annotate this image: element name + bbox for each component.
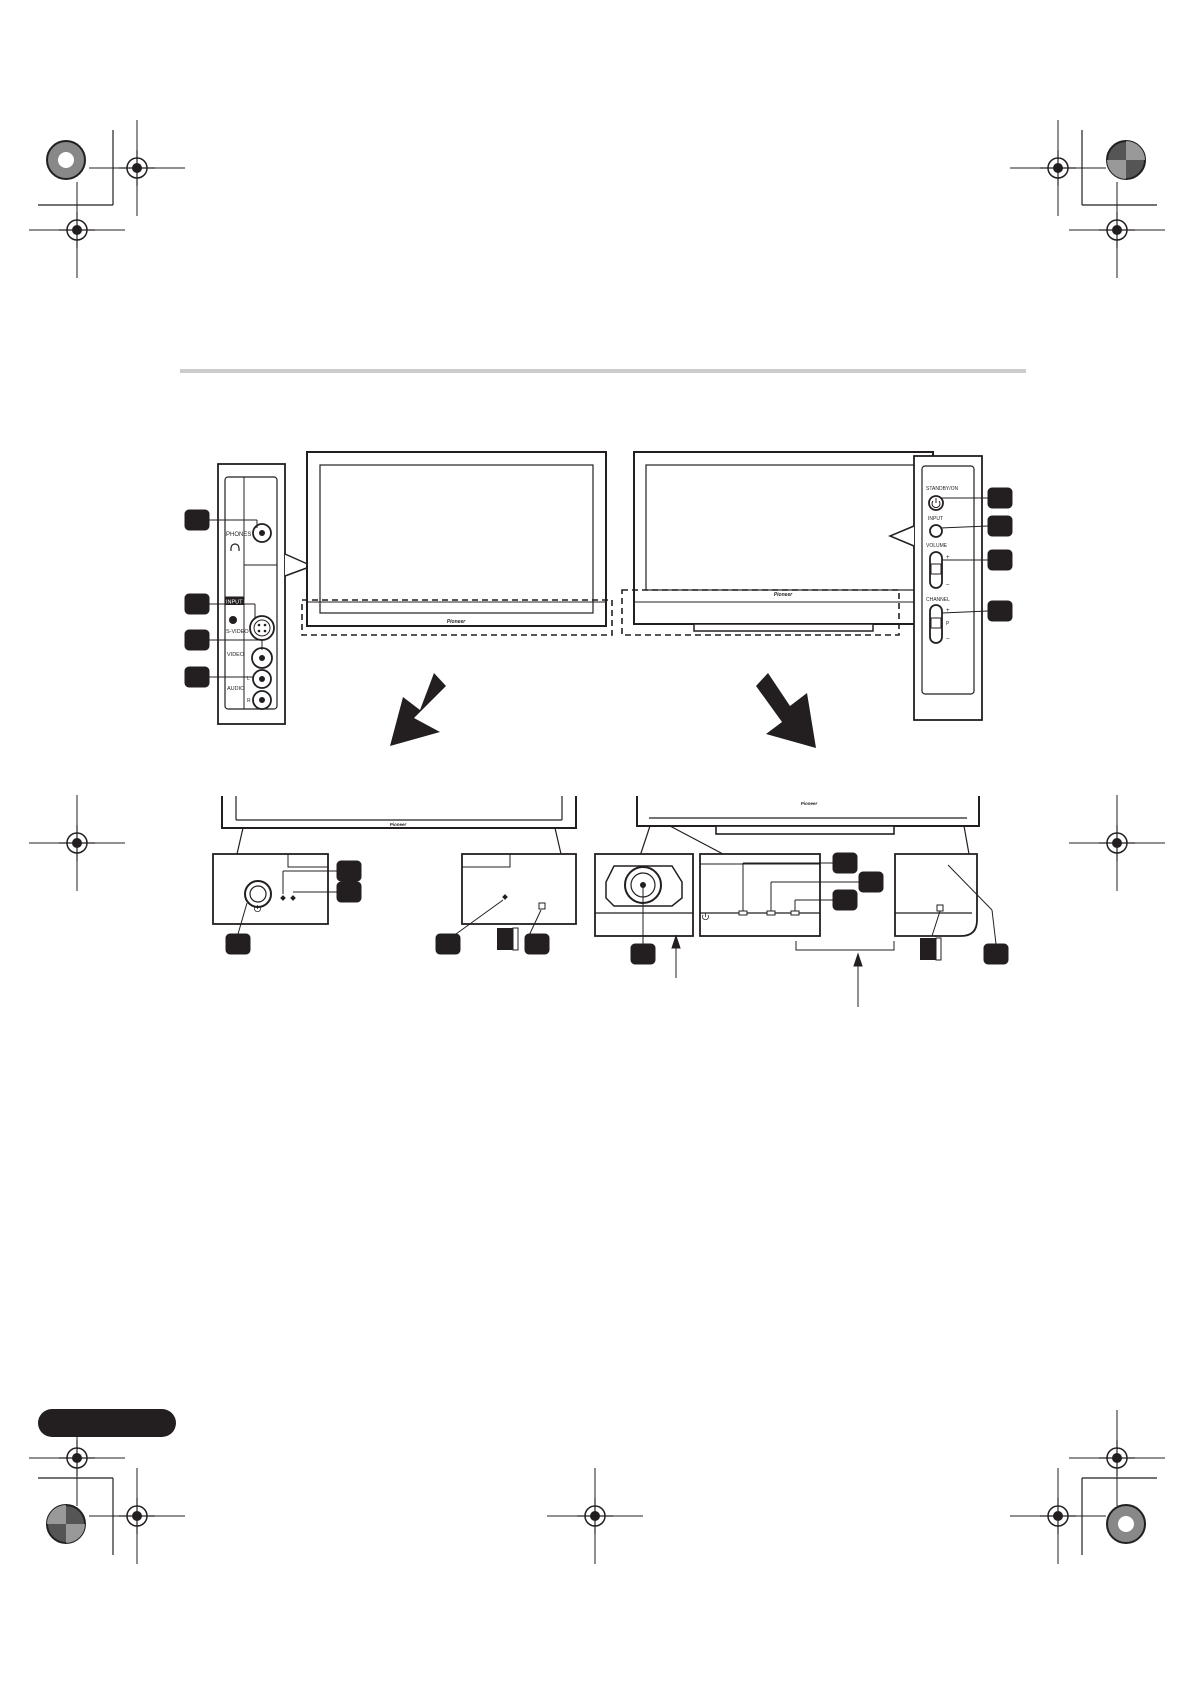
tv-front-right: Pioneer [621, 451, 934, 636]
volume-plus: + [946, 555, 950, 561]
callout-badge [630, 943, 656, 965]
callout-badge [225, 933, 251, 955]
callout-badge [832, 852, 858, 874]
bottom-detail-right: Pioneer [594, 796, 980, 937]
power-icon [931, 498, 941, 509]
callout-badges-bottom-right [630, 852, 1009, 965]
callout-badge [184, 509, 210, 531]
registration-target-icon [88, 119, 186, 217]
color-target-bottom-left [46, 1504, 86, 1544]
channel-minus: – [946, 636, 950, 642]
tv-front-left: Pioneer [301, 451, 613, 636]
registration-target-icon [88, 1467, 186, 1565]
callout-badge [336, 881, 362, 903]
video-label: VIDEO [227, 652, 245, 658]
color-target-bottom-right [1106, 1504, 1146, 1544]
callout-badge [987, 600, 1013, 622]
crop-marks [38, 130, 1157, 1555]
callout-badges-bottom-left [225, 860, 550, 955]
pointer-arrows [671, 934, 895, 1007]
sr-logo-icon [920, 937, 942, 961]
page-number-tab [38, 1409, 176, 1437]
volume-label: VOLUME [926, 543, 948, 549]
brand-logo: Pioneer [774, 592, 793, 598]
registration-target-icon [1068, 181, 1166, 279]
s-video-label: S-VIDEO [226, 629, 249, 635]
side-control-panel: STANDBY/ON INPUT VOLUME + – CHANNEL + P … [888, 455, 983, 721]
power-icon [254, 905, 261, 912]
registration-target-icon [1068, 1409, 1166, 1507]
callout-badge [987, 487, 1013, 509]
callout-badge [336, 860, 362, 882]
callout-badge [987, 515, 1013, 537]
callout-badge [184, 629, 210, 651]
standby-label: STANDBY/ON [926, 486, 959, 492]
registration-target-icon [1009, 119, 1107, 217]
input-3-label: INPUT 3 [226, 600, 247, 606]
bottom-detail-left: Pioneer [212, 796, 577, 925]
sr-logo-icon [497, 927, 519, 951]
arrow-down-left-icon [390, 673, 446, 746]
callout-badges-right [939, 487, 1013, 622]
brand-logo: Pioneer [390, 822, 407, 827]
registration-target-icon [1068, 794, 1166, 892]
registration-target-icon [28, 794, 126, 892]
callout-badge [832, 889, 858, 911]
callout-badge [184, 666, 210, 688]
arrow-down-right-icon [756, 673, 816, 748]
channel-label: CHANNEL [926, 597, 950, 603]
registration-target-icon [546, 1467, 644, 1565]
phones-label: PHONES [226, 532, 251, 538]
callout-badge [983, 943, 1009, 965]
registration-target-icon [1009, 1467, 1107, 1565]
brand-logo: Pioneer [801, 801, 818, 806]
input-label: INPUT [928, 516, 943, 522]
callout-badge [858, 871, 884, 893]
volume-minus: – [946, 582, 950, 588]
callout-badge [435, 933, 461, 955]
registration-target-icon [28, 181, 126, 279]
audio-l-label: L [247, 676, 250, 682]
brand-logo: Pioneer [447, 619, 466, 625]
channel-plus: + [946, 608, 950, 614]
section-rule [180, 369, 1026, 373]
headphones-icon [230, 543, 240, 551]
side-jack-panel: PHONES INPUT 3 S-VIDEO VIDEO AUDIO L R [217, 463, 314, 725]
callout-badges-left [184, 509, 263, 688]
callout-badge [987, 549, 1013, 571]
audio-r-label: R [247, 698, 251, 704]
color-target-top-left [46, 140, 86, 180]
audio-label: AUDIO [227, 686, 245, 692]
power-icon [702, 913, 709, 920]
callout-badge [184, 593, 210, 615]
channel-letter: P [946, 621, 950, 627]
color-target-top-right [1106, 140, 1146, 180]
